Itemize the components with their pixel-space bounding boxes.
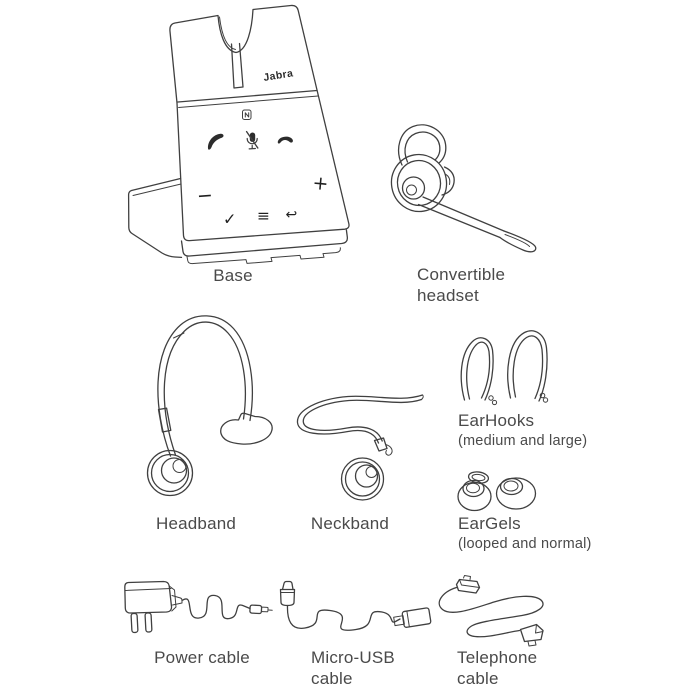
- answer-call-icon: [207, 133, 224, 150]
- strain-relief: [171, 595, 183, 606]
- headband-illustration: [146, 315, 273, 497]
- micro-usb-connector: [279, 580, 296, 607]
- convertible-headset-label: Convertible headset: [417, 265, 506, 305]
- eargels-sublabel: (looped and normal): [458, 536, 592, 552]
- eargels-illustration: [457, 471, 537, 512]
- barrel-connector: [249, 604, 273, 615]
- band-joint: [173, 332, 185, 339]
- usb-a-connector: [393, 607, 432, 628]
- rj9-connector-top: [455, 575, 481, 594]
- convertible-headset-illustration: [390, 124, 537, 253]
- earhooks-illustration: [460, 330, 549, 406]
- boom-arm: [417, 196, 537, 253]
- earhook-outer: [398, 124, 447, 166]
- earhook-large: [507, 330, 549, 403]
- headband-label: Headband: [155, 514, 237, 533]
- power-cable-illustration: [124, 580, 273, 634]
- looped-cable: [438, 586, 544, 638]
- band-inner: [163, 321, 246, 456]
- micro-usb-cable-illustration: [279, 580, 432, 631]
- t-pad: [220, 412, 273, 445]
- volume-minus-icon: −: [196, 184, 213, 207]
- earpiece: [340, 457, 385, 501]
- neckband-label: Neckband: [310, 514, 390, 533]
- band-outer: [157, 315, 253, 457]
- check-icon: ✓: [223, 210, 236, 229]
- earhook-inner: [404, 131, 441, 163]
- eargel-normal: [495, 477, 537, 510]
- panel-ridge-line2: [178, 95, 319, 108]
- base-body-outline: [169, 4, 350, 242]
- base-illustration: Jabra + − ✓ ≡ ↩: [127, 4, 350, 265]
- headset-holder-tab: [230, 42, 244, 89]
- base-foot: [127, 177, 349, 265]
- panel-ridge-line: [177, 89, 318, 103]
- nfc-icon: [242, 109, 252, 120]
- base-label: Base: [213, 266, 253, 285]
- mount-nub: [441, 166, 455, 196]
- end-call-icon: [277, 136, 293, 144]
- power-cable-label: Power cable: [154, 648, 250, 667]
- mount-nub-inner: [444, 173, 451, 185]
- micro-usb-cable-label: Micro-USB cable: [311, 648, 395, 688]
- speaker-housing: [390, 153, 448, 213]
- earhooks-label: EarHooks: [458, 411, 535, 430]
- cradle-notch: [219, 16, 236, 50]
- jabra-logo: Jabra: [263, 67, 295, 84]
- looped-cable: [286, 604, 401, 631]
- neckband-illustration: [296, 394, 424, 501]
- earhooks-sublabel: (medium and large): [458, 433, 588, 449]
- connector: [373, 437, 388, 452]
- band-outer: [296, 394, 424, 444]
- rj9-connector-bottom: [519, 623, 544, 647]
- eargels-label: EarGels: [458, 514, 521, 533]
- coiled-cable: [181, 594, 251, 620]
- telephone-cable-label: Telephone cable: [457, 648, 538, 688]
- telephone-cable-illustration: [438, 575, 544, 647]
- wall-adapter: [124, 580, 177, 634]
- band-tip: [421, 394, 424, 400]
- back-icon: ↩: [286, 207, 298, 223]
- band-slider: [157, 407, 172, 433]
- earpiece: [146, 449, 194, 497]
- connector-hook: [385, 444, 393, 456]
- eargel-looped: [457, 471, 492, 512]
- mute-icon: [245, 130, 259, 150]
- menu-icon: ≡: [257, 207, 270, 225]
- earhook-medium: [460, 337, 498, 406]
- volume-plus-icon: +: [312, 172, 330, 195]
- band-inner: [302, 398, 423, 442]
